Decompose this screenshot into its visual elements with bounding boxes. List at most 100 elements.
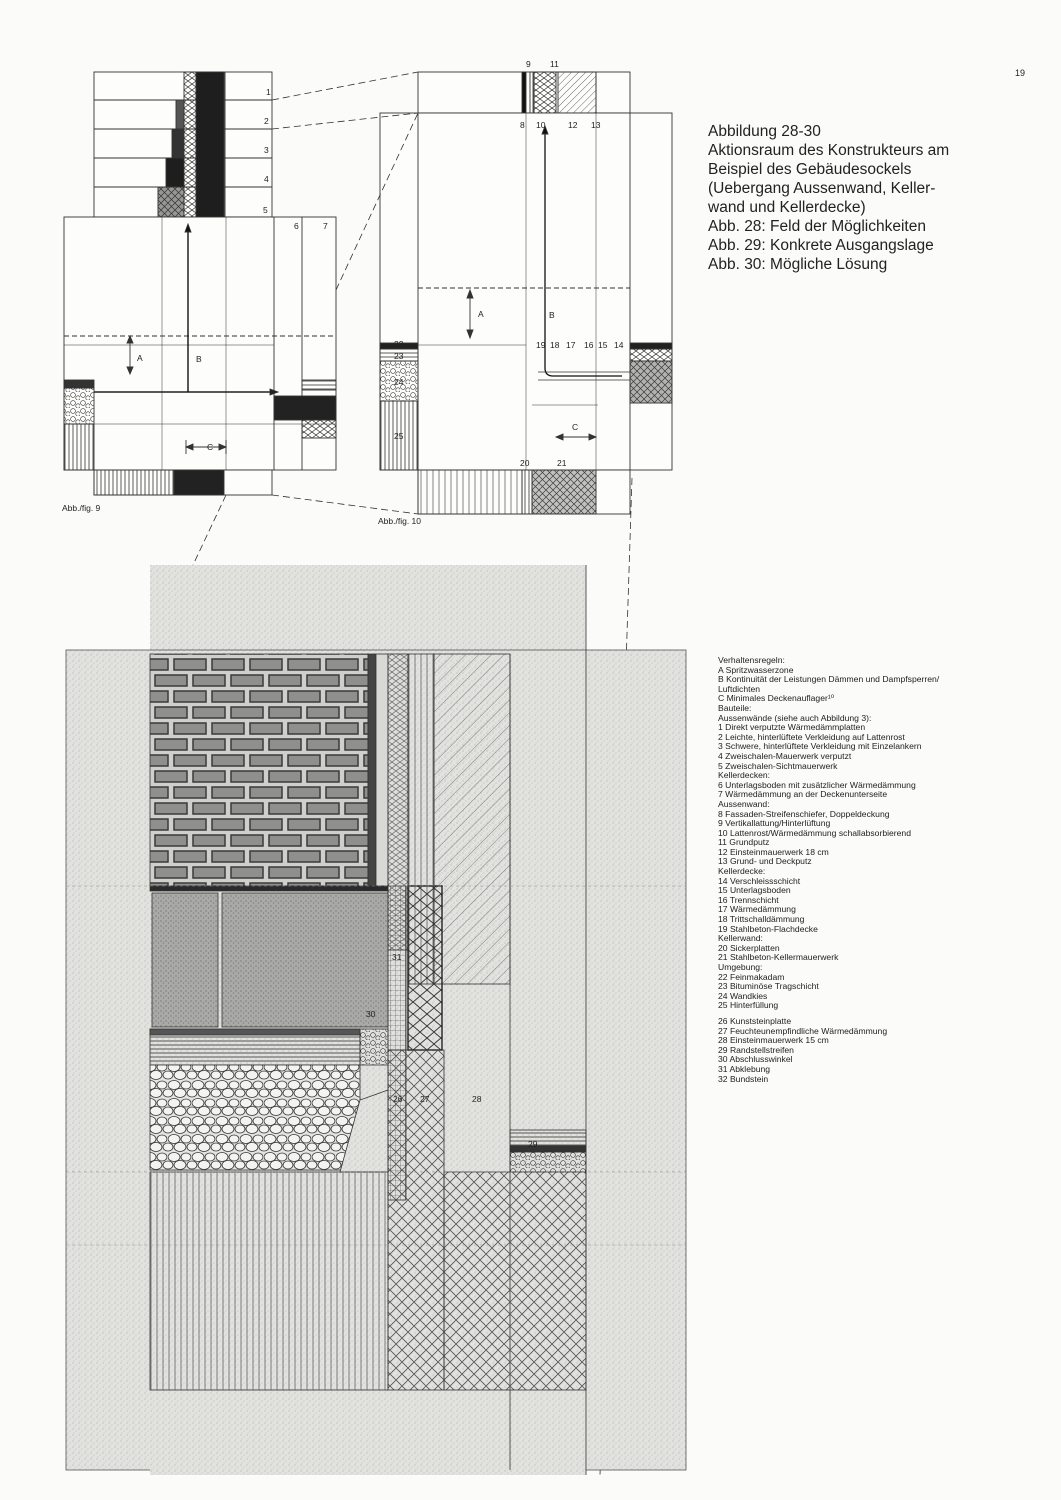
legend-line: 6 Unterlagsboden mit zusätzlicher Wärmed…: [718, 779, 916, 790]
legend-line: Kellerdecke:: [718, 866, 766, 877]
fig10-number: 16: [584, 340, 594, 350]
legend: Verhaltensregeln: A Spritzwasserzone B K…: [718, 655, 1038, 1084]
fig10-letter: B: [549, 310, 555, 320]
legend-line: 11 Grundputz: [718, 837, 770, 848]
legend-line: 10 Lattenrost/Wärmedämmung schallabsorbi…: [718, 827, 911, 838]
legend-line: 15 Unterlagsboden: [718, 885, 791, 896]
legend-line: Aussenwände (siehe auch Abbildung 3):: [718, 712, 872, 723]
caption-line: Abb. 30: Mögliche Lösung: [708, 256, 888, 273]
caption-line: (Uebergang Aussenwand, Keller-: [708, 180, 936, 197]
fig9-letter: C: [207, 442, 213, 452]
legend-line: C Minimales Deckenauflager¹⁰: [718, 693, 835, 704]
legend-line: 16 Trennschicht: [718, 894, 779, 905]
fig9-number: 4: [264, 174, 269, 184]
fig30-number: 26: [393, 1094, 403, 1104]
fig10-number: 8: [520, 120, 525, 130]
fig9-letter: A: [137, 353, 143, 363]
legend-line: 26 Kunststeinplatte: [718, 1015, 792, 1026]
legend-line: Bauteile:: [718, 702, 752, 713]
fig9-number: 3: [264, 145, 269, 155]
legend-line: 19 Stahlbeton-Flachdecke: [718, 923, 818, 934]
fig10-number: 21: [557, 458, 567, 468]
legend-line: Verhaltensregeln:: [718, 655, 785, 665]
fig10-number: 15: [598, 340, 608, 350]
legend-line: Kellerdecken:: [718, 770, 771, 781]
fig10-number: 23: [394, 351, 404, 361]
legend-line: 21 Stahlbeton-Kellermauerwerk: [718, 952, 839, 963]
legend-line: 3 Schwere, hinterlüftete Verkleidung mit…: [718, 741, 922, 752]
fig9-drawing: [63, 71, 337, 496]
fig10-number: 22: [394, 339, 404, 349]
legend-line: 22 Feinmakadam: [718, 971, 785, 982]
fig30-labels: 31 30 26 27 28 29: [366, 952, 538, 1149]
legend-line: 29 Randstellstreifen: [718, 1044, 794, 1055]
fig30-number: 27: [420, 1094, 430, 1104]
fig10-letter: C: [572, 422, 578, 432]
caption-line: Aktionsraum des Konstrukteurs am: [708, 142, 950, 159]
fig10-number: 17: [566, 340, 576, 350]
caption-line: Beispiel des Gebäudesockels: [708, 161, 912, 178]
fig30-drawing: [65, 565, 687, 1475]
fig30-number: 29: [528, 1139, 538, 1149]
fig10-number: 14: [614, 340, 624, 350]
legend-line: 28 Einsteinmauerwerk 15 cm: [718, 1035, 829, 1046]
legend-line: 27 Feuchteunempfindliche Wärmedämmung: [718, 1025, 888, 1036]
fig10-labels: 9 11 8 10 12 13 22 23 24 25 19 18 17 16 …: [394, 59, 624, 468]
legend-line: 25 Hinterfüllung: [718, 1000, 779, 1011]
fig30-number: 31: [392, 952, 402, 962]
legend-line: 30 Abschlusswinkel: [718, 1054, 793, 1065]
fig9-labels: 1 2 3 4 5 6 7 A B C: [137, 87, 328, 452]
fig30-number: 28: [472, 1094, 482, 1104]
fig10-number: 12: [568, 120, 578, 130]
fig30-number: 30: [366, 1009, 376, 1019]
legend-line: 4 Zweischalen-Mauerwerk verputzt: [718, 750, 852, 761]
caption-line: Abbildung 28-30: [708, 123, 821, 140]
fig10-number: 20: [520, 458, 530, 468]
legend-line: 8 Fassaden-Streifenschiefer, Doppeldecku…: [718, 808, 890, 819]
caption-line: Abb. 29: Konkrete Ausgangslage: [708, 237, 934, 254]
fig10-number: 25: [394, 431, 404, 441]
fig10-number: 24: [394, 377, 404, 387]
caption-line: wand und Kellerdecke): [708, 199, 866, 216]
fig10-number: 13: [591, 120, 601, 130]
fig9-number: 1: [266, 87, 271, 97]
legend-line: 18 Trittschalldämmung: [718, 914, 805, 925]
fig10-number: 9: [526, 59, 531, 69]
legend-line: 7 Wärmedämmung an der Deckenunterseite: [718, 789, 888, 800]
legend-line: Luftdichten: [718, 683, 761, 694]
caption-line: Abb. 28: Feld der Möglichkeiten: [708, 218, 926, 235]
legend-line: A Spritzwasserzone: [718, 664, 794, 675]
legend-line: 31 Abklebung: [718, 1063, 771, 1074]
fig10-number: 11: [550, 59, 559, 69]
legend-line: 13 Grund- und Deckputz: [718, 856, 812, 867]
fig10-number: 10: [536, 120, 546, 130]
legend-line: Aussenwand:: [718, 798, 770, 809]
legend-line: Kellerwand:: [718, 933, 763, 944]
legend-line: 23 Bituminöse Tragschicht: [718, 981, 819, 992]
legend-line: 12 Einsteinmauerwerk 18 cm: [718, 846, 829, 857]
legend-line: 1 Direkt verputzte Wärmedämmplatten: [718, 722, 866, 733]
legend-line: 5 Zweischalen-Sichtmauerwerk: [718, 760, 838, 771]
legend-line: 14 Verschleissschicht: [718, 875, 801, 886]
legend-line: Umgebung:: [718, 962, 763, 972]
fig9-letter: B: [196, 354, 202, 364]
legend-line: B Kontinuität der Leistungen Dämmen und …: [718, 674, 940, 685]
legend-line: 17 Wärmedämmung: [718, 904, 796, 915]
figure-caption: Abbildung 28-30 Aktionsraum des Konstruk…: [708, 122, 1008, 274]
fig9-number: 5: [263, 205, 268, 215]
page-number: 19: [1014, 68, 1025, 78]
fig10-letter: A: [478, 309, 484, 319]
legend-line: 32 Bundstein: [718, 1073, 769, 1084]
legend-line: 2 Leichte, hinterlüftete Verkleidung auf…: [718, 731, 905, 742]
legend-line: 24 Wandkies: [718, 990, 768, 1001]
fig10-number: 18: [550, 340, 560, 350]
legend-line: 9 Vertikallattung/Hinterlüftung: [718, 818, 831, 829]
legend-line: 20 Sickerplatten: [718, 942, 780, 953]
fig9-label: Abb./fig. 9: [62, 503, 101, 513]
fig10-label: Abb./fig. 10: [378, 516, 422, 526]
fig9-number: 6: [294, 221, 299, 231]
fig9-number: 7: [323, 221, 328, 231]
fig10-drawing: [379, 71, 673, 515]
fig9-number: 2: [264, 116, 269, 126]
